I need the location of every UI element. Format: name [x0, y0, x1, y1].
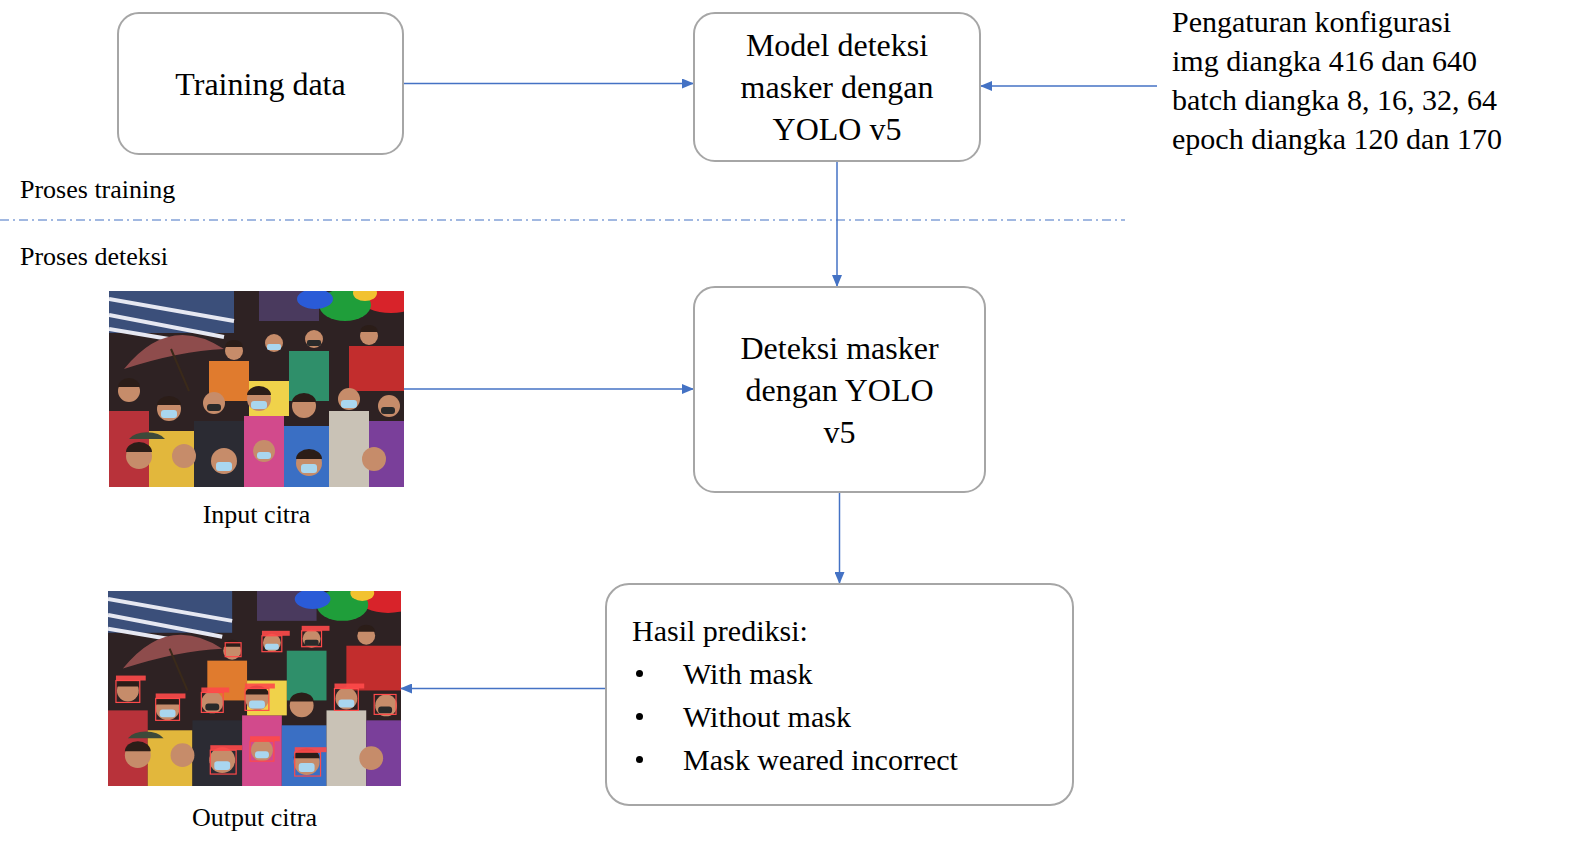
box-text: Model deteksi masker dengan YOLO v5: [724, 24, 950, 150]
note-line: epoch diangka 120 dan 170: [1172, 119, 1502, 158]
config-note: Pengaturan konfigurasiimg diangka 416 da…: [1157, 0, 1502, 160]
image-node: Input citra: [109, 291, 404, 530]
input-photo: [109, 285, 421, 487]
connector-arrow: [981, 85, 1157, 87]
image-caption: Output citra: [108, 803, 401, 833]
process-box: Training data: [117, 12, 404, 155]
connector-arrow: [836, 162, 838, 286]
connector-arrow: [404, 388, 693, 390]
output-photo: [108, 585, 418, 786]
list-text: Mask weared incorrect: [683, 738, 958, 781]
connector-arrow: [401, 688, 605, 690]
process-box: Model deteksi masker dengan YOLO v5: [693, 12, 981, 162]
connector-arrow: [839, 493, 841, 583]
section-label: Proses training: [20, 175, 175, 205]
list-text: Without mask: [683, 695, 851, 738]
result-box: Hasil prediksi:With maskWithout maskMask…: [605, 583, 1074, 806]
image-node: Output citra: [108, 591, 401, 833]
box-text: Deteksi masker dengan YOLO v5: [731, 327, 948, 453]
separator-line: [0, 219, 1125, 220]
list-heading: Hasil prediksi:: [632, 609, 1056, 652]
list-item: Without mask: [632, 695, 1056, 738]
section-label: Proses deteksi: [20, 242, 168, 272]
image-caption: Input citra: [109, 500, 404, 530]
image-area: [108, 591, 401, 786]
list-item: Mask weared incorrect: [632, 738, 1056, 781]
box-text: Training data: [175, 63, 345, 105]
list-item: With mask: [632, 652, 1056, 695]
bullet-dot: [636, 713, 643, 720]
connector-arrow: [404, 83, 693, 85]
note-line: Pengaturan konfigurasi: [1172, 2, 1502, 41]
note-line: img diangka 416 dan 640: [1172, 41, 1502, 80]
note-line: batch diangka 8, 16, 32, 64: [1172, 80, 1502, 119]
bullet-dot: [636, 670, 643, 677]
list-text: With mask: [683, 652, 813, 695]
bullet-dot: [636, 756, 643, 763]
process-box: Deteksi masker dengan YOLO v5: [693, 286, 986, 493]
image-area: [109, 291, 404, 487]
